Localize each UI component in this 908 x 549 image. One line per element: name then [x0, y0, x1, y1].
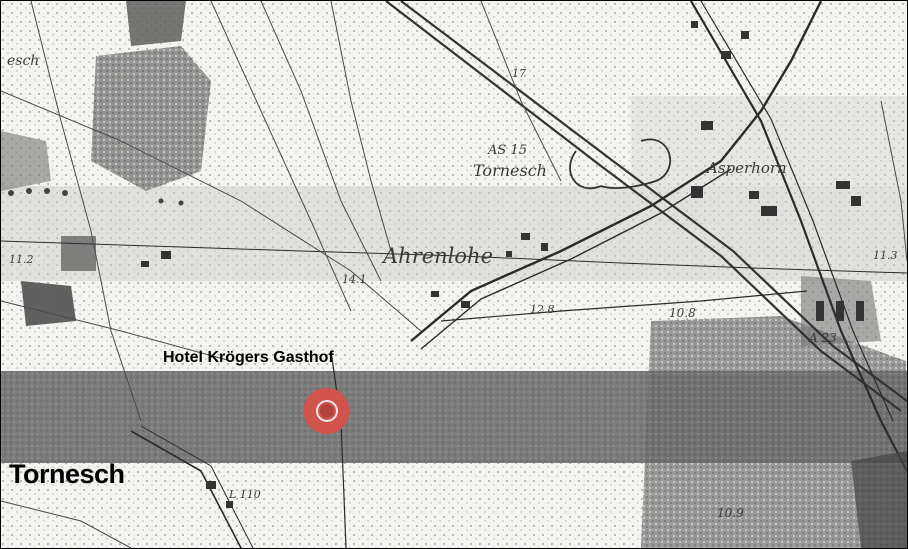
motorway — [385, 1, 907, 412]
elevation-label: 11.3 — [873, 249, 898, 262]
map-band — [1, 186, 907, 281]
junction-label: AS 15 — [488, 143, 527, 158]
elevation-label: 11.2 — [9, 253, 34, 266]
elevation-label: 14.1 — [342, 273, 367, 286]
forest-area — [91, 46, 211, 191]
buildings — [141, 21, 864, 508]
location-target-icon[interactable] — [304, 388, 350, 434]
road-number-label: 17 — [512, 67, 526, 80]
road-number-label: A 23 — [809, 331, 837, 345]
place-label: Asperhorn — [707, 159, 787, 177]
town-name-label: Tornesch — [9, 459, 125, 489]
forest-area — [1, 131, 51, 191]
marker-ring — [316, 400, 338, 422]
forest-area — [61, 236, 96, 271]
place-label: Ahrenlohe — [383, 244, 493, 268]
map-symbols — [8, 188, 184, 206]
forest-area — [851, 451, 907, 548]
marker-center — [320, 404, 334, 418]
forest-area — [126, 1, 186, 46]
hotel-name-label: Hotel Krögers Gasthof — [163, 349, 334, 366]
road-number-label: L 110 — [229, 488, 261, 501]
forest-area — [21, 281, 76, 326]
place-label: Tornesch — [473, 161, 547, 180]
interchange — [569, 138, 672, 190]
elevation-label: 10.8 — [669, 306, 696, 320]
elevation-label: 10.9 — [717, 506, 744, 520]
elevation-label: 12.8 — [530, 303, 555, 316]
place-label: esch — [7, 53, 40, 69]
